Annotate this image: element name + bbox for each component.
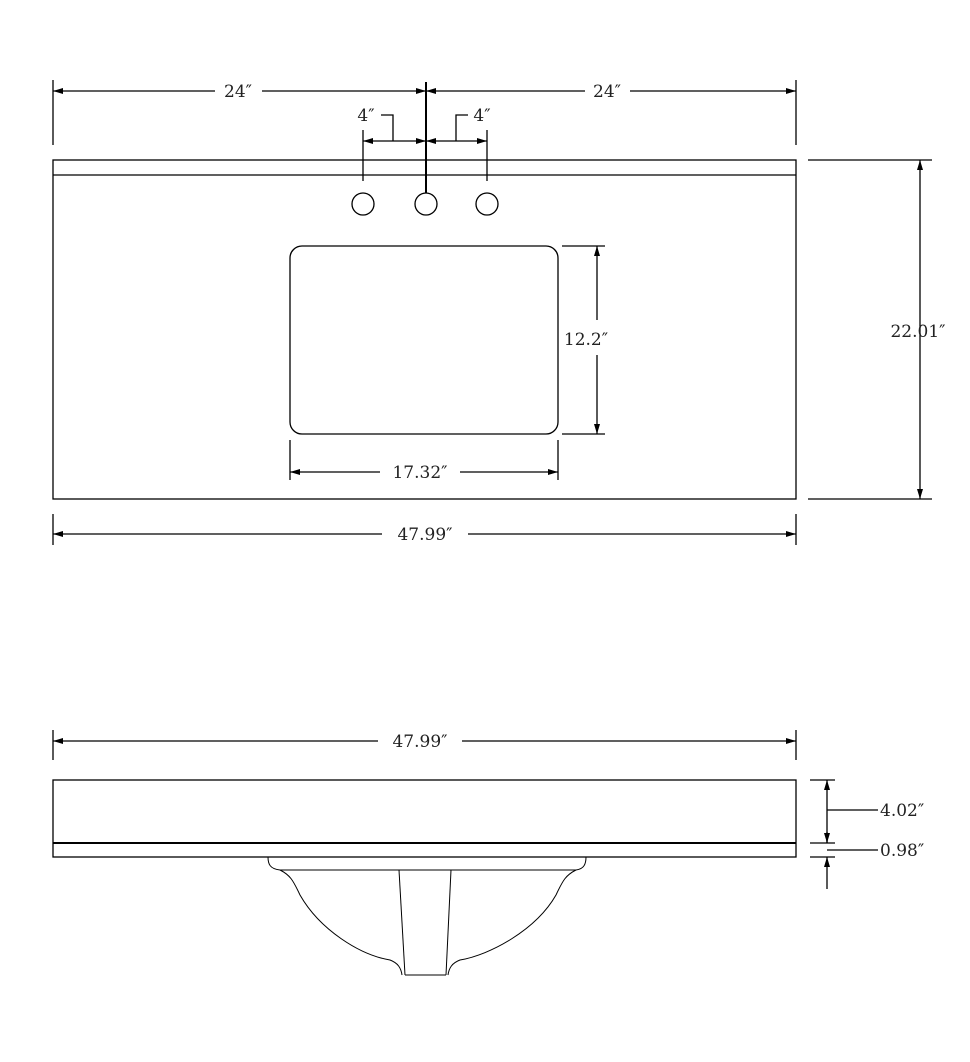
drain-line <box>445 869 452 976</box>
dim-front-width: 47.99″ <box>392 732 447 752</box>
dim-left-half: 24″ <box>224 82 252 102</box>
basin-right-side <box>447 869 577 976</box>
faucet-hole-center <box>414 192 438 216</box>
leader-line <box>455 114 468 141</box>
dim-bowl-depth: 12.2″ <box>564 330 608 350</box>
dim-right-half: 24″ <box>593 82 621 102</box>
dim-overall-depth: 22.01″ <box>890 322 945 342</box>
dim-faucet-right: 4″ <box>473 106 490 126</box>
top-view: 24″ 24″ 4″ 4″ 12.2″ 17.32″ 22.01″ <box>52 80 946 545</box>
dim-overall-width: 47.99″ <box>397 525 452 545</box>
basin-left-side <box>279 869 403 976</box>
drain-line <box>398 869 406 976</box>
dim-faucet-left: 4″ <box>357 106 374 126</box>
dim-top-thickness: 4.02″ <box>880 801 924 821</box>
faucet-hole-right <box>475 192 499 216</box>
sink-bowl-outline <box>289 245 559 435</box>
front-view: 47.99″ 4.02″ 0.98″ <box>52 730 924 976</box>
basin-rim <box>267 856 587 871</box>
dim-bowl-width: 17.32″ <box>392 463 447 483</box>
dim-lip-thickness: 0.98″ <box>880 841 924 861</box>
countertop-front <box>52 779 797 858</box>
leader-line <box>381 114 394 141</box>
countertop-outline <box>52 159 797 500</box>
faucet-hole-left <box>351 192 375 216</box>
